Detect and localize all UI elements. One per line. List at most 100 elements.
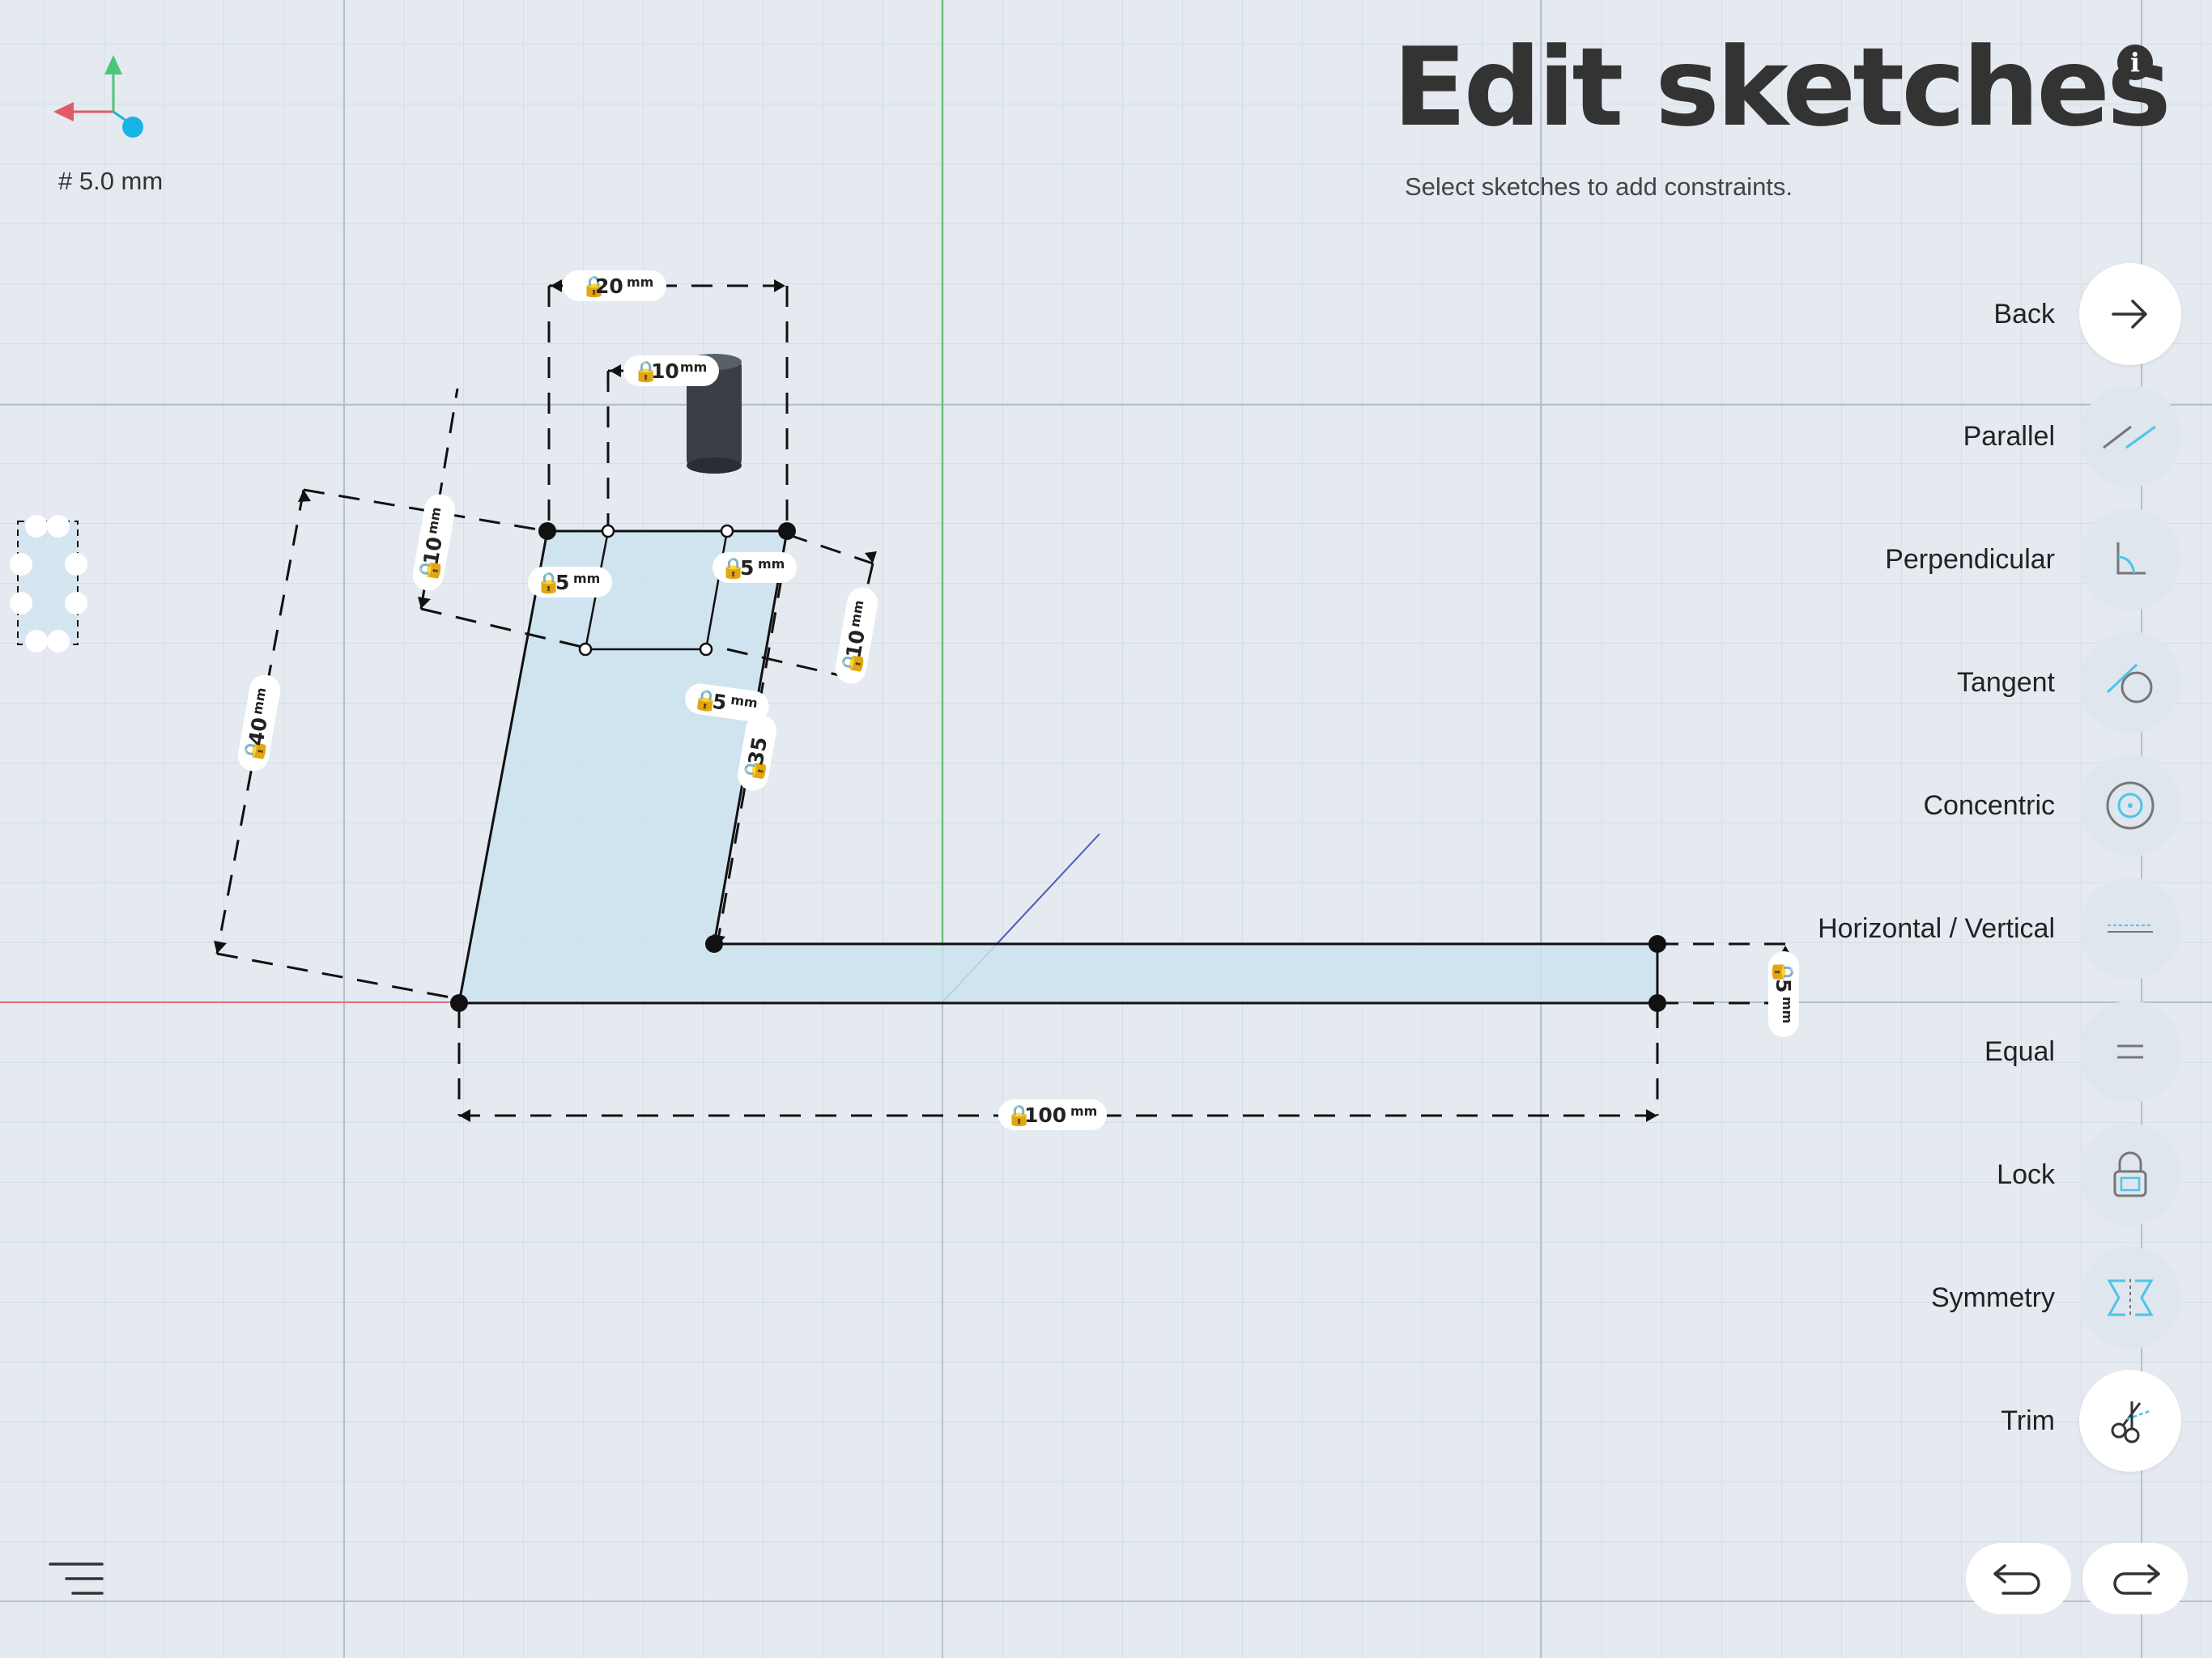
- arrow-right-icon: [2112, 300, 2147, 329]
- lock-icon: [2113, 1151, 2147, 1197]
- parallel-button[interactable]: [2079, 385, 2181, 487]
- back-tool[interactable]: Back: [1993, 263, 2181, 365]
- dim-value: 10: [841, 628, 870, 660]
- dim-bar-height[interactable]: 🔒 5 mm: [1768, 951, 1799, 1037]
- symmetry-button[interactable]: [2079, 1247, 2181, 1349]
- svg-text:🔒: 🔒: [839, 648, 866, 678]
- svg-text:🔒: 🔒: [416, 555, 444, 585]
- svg-text:🔒: 🔒: [1006, 1103, 1032, 1127]
- dim-unit: mm: [730, 692, 759, 711]
- equal-icon: [2117, 1044, 2143, 1059]
- axis-gizmo: [53, 55, 143, 138]
- undo-icon: [1993, 1564, 2040, 1595]
- dim-value: 5: [555, 571, 569, 594]
- tangent-tool[interactable]: Tangent: [1957, 631, 2181, 733]
- point: [578, 642, 593, 657]
- back-button[interactable]: [2079, 263, 2181, 365]
- dim-right-offset[interactable]: 🔒 10 mm: [833, 585, 880, 687]
- info-icon[interactable]: i: [2117, 45, 2153, 80]
- svg-text:🔒: 🔒: [536, 571, 561, 594]
- dim-unit: mm: [1780, 997, 1795, 1023]
- tool-label: Equal: [1984, 1035, 2055, 1067]
- svg-text:🔒: 🔒: [633, 359, 658, 383]
- dim-total-length[interactable]: 🔒 100 mm: [998, 1099, 1107, 1130]
- perpendicular-tool[interactable]: Perpendicular: [1885, 508, 2181, 610]
- redo-button[interactable]: [2082, 1543, 2188, 1614]
- dim-value: 20: [595, 274, 623, 298]
- svg-text:🔒: 🔒: [1772, 959, 1795, 984]
- dim-value: 35: [744, 735, 772, 767]
- point: [1648, 935, 1666, 953]
- tool-label: Concentric: [1923, 789, 2055, 821]
- point: [601, 524, 615, 538]
- scissors-icon: [2111, 1401, 2150, 1443]
- svg-text:🔒: 🔒: [741, 755, 768, 784]
- concentric-tool[interactable]: Concentric: [1923, 755, 2181, 857]
- menu-icon: [49, 1562, 104, 1595]
- dim-value: 10: [419, 535, 447, 567]
- dim-height[interactable]: 🔒 40 mm: [236, 673, 283, 774]
- point: [720, 524, 734, 538]
- dim-right-thickness[interactable]: 🔒 5 mm: [713, 552, 797, 583]
- svg-text:🔒: 🔒: [691, 687, 720, 713]
- horizontal-vertical-button[interactable]: [2079, 878, 2181, 980]
- trim-button[interactable]: [2079, 1370, 2181, 1472]
- dim-value: 100: [1024, 1103, 1066, 1127]
- tangent-icon: [2106, 663, 2153, 704]
- point: [699, 642, 713, 657]
- equal-button[interactable]: [2079, 1001, 2181, 1103]
- selection-widget[interactable]: [10, 515, 87, 653]
- perpendicular-button[interactable]: [2079, 508, 2181, 610]
- tool-label: Back: [1993, 298, 2055, 329]
- point: [705, 935, 723, 953]
- point: [778, 522, 796, 540]
- grid-size-readout: # 5.0 mm: [58, 167, 164, 195]
- dim-unit: mm: [573, 571, 600, 586]
- undo-button[interactable]: [1966, 1543, 2071, 1614]
- lock-button[interactable]: [2079, 1124, 2181, 1226]
- sketch-points[interactable]: [450, 522, 1666, 1012]
- dim-value: 10: [651, 359, 679, 383]
- point: [1648, 994, 1666, 1012]
- svg-text:🔒: 🔒: [721, 556, 746, 580]
- point: [450, 994, 468, 1012]
- symmetry-tool[interactable]: Symmetry: [1931, 1247, 2181, 1349]
- dim-value: 5: [1772, 979, 1795, 993]
- parallel-tool[interactable]: Parallel: [1963, 385, 2181, 487]
- tool-label: Lock: [1997, 1158, 2055, 1190]
- menu-button[interactable]: [47, 1558, 105, 1599]
- dim-left-offset[interactable]: 🔒 10 mm: [410, 492, 457, 593]
- dim-top-width[interactable]: 🔒 20 mm: [563, 270, 666, 301]
- page-title: Edit sketches: [1393, 24, 2172, 151]
- dim-inner-height[interactable]: 🔒 35: [735, 712, 779, 793]
- parallel-icon: [2103, 425, 2156, 449]
- page-subtitle: Select sketches to add constraints.: [1405, 172, 1793, 201]
- perpendicular-icon: [2116, 542, 2146, 575]
- tool-label: Tangent: [1957, 666, 2055, 698]
- dim-value: 5: [740, 556, 754, 580]
- concentric-button[interactable]: [2079, 755, 2181, 857]
- dim-inner-width[interactable]: 🔒 10 mm: [623, 355, 719, 386]
- horizontal-vertical-icon: [2108, 925, 2153, 933]
- dim-unit: mm: [680, 359, 707, 375]
- redo-icon: [2113, 1564, 2160, 1595]
- dim-left-thickness[interactable]: 🔒 5 mm: [528, 567, 612, 597]
- dim-value: 5: [711, 690, 728, 715]
- tangent-button[interactable]: [2079, 631, 2181, 733]
- dim-bottom-thickness[interactable]: 🔒 5 mm: [683, 682, 771, 724]
- tool-label: Horizontal / Vertical: [1818, 912, 2055, 944]
- lock-tool[interactable]: Lock: [1997, 1124, 2181, 1226]
- tool-label: Perpendicular: [1885, 543, 2055, 575]
- dim-unit: mm: [1070, 1103, 1097, 1119]
- equal-tool[interactable]: Equal: [1984, 1001, 2181, 1103]
- dim-unit: mm: [627, 274, 653, 290]
- dim-value: 40: [244, 716, 272, 747]
- horizontal-vertical-tool[interactable]: Horizontal / Vertical: [1818, 878, 2181, 980]
- point: [538, 522, 556, 540]
- trim-tool[interactable]: Trim: [2001, 1370, 2181, 1472]
- symmetry-icon: [2107, 1279, 2154, 1316]
- tool-label: Trim: [2001, 1405, 2055, 1436]
- dim-unit: mm: [758, 556, 785, 572]
- concentric-icon: [2106, 781, 2155, 830]
